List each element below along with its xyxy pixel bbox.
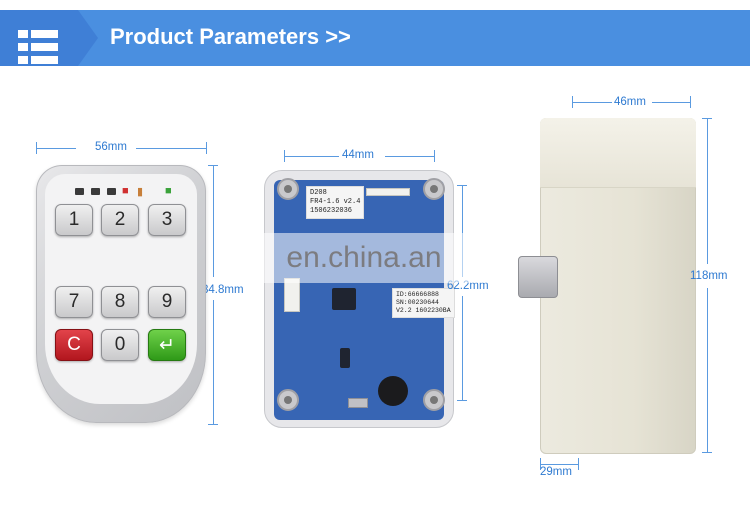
dim-line bbox=[707, 118, 708, 264]
pcb-sticker-serial: ID:66666888 SN:00230644 V2.2 1602230BA bbox=[392, 288, 455, 318]
keypad-height-label: 84.8mm bbox=[202, 284, 244, 296]
keypad-face: ■ ▮ ■ 1 2 3 7 8 9 C 0 ↵ bbox=[45, 174, 197, 404]
dim-line bbox=[652, 102, 690, 103]
dim-line bbox=[707, 288, 708, 452]
dim-line bbox=[462, 296, 463, 400]
dim-line bbox=[213, 165, 214, 277]
dim-line bbox=[136, 148, 206, 149]
dim-tick bbox=[208, 424, 218, 425]
locked-padlock-icon: ■ bbox=[122, 185, 129, 197]
dim-tick bbox=[702, 452, 712, 453]
key-0[interactable]: 0 bbox=[101, 329, 139, 361]
unlocked-padlock-icon: ■ bbox=[165, 185, 172, 197]
key-7[interactable]: 7 bbox=[55, 286, 93, 318]
screw bbox=[277, 178, 299, 200]
keypad-width-label: 56mm bbox=[95, 141, 127, 153]
lock-height-label: 118mm bbox=[690, 270, 728, 282]
keypad-device: ■ ▮ ■ 1 2 3 7 8 9 C 0 ↵ bbox=[36, 165, 206, 423]
pcb-sticker-top: D208 FR4-1.6 v2.4 1506232036 bbox=[306, 186, 365, 219]
header-band bbox=[0, 10, 750, 66]
screw bbox=[423, 178, 445, 200]
key-8[interactable]: 8 bbox=[101, 286, 139, 318]
menu-box bbox=[0, 10, 98, 66]
buzzer bbox=[378, 376, 408, 406]
list-icon bbox=[18, 30, 58, 66]
screw bbox=[423, 389, 445, 411]
pcb-height-label: 62.2mm bbox=[447, 280, 489, 292]
led-indicator bbox=[91, 188, 100, 195]
dim-tick bbox=[206, 142, 207, 154]
screw bbox=[277, 389, 299, 411]
dim-tick bbox=[690, 96, 691, 108]
dim-line bbox=[462, 185, 463, 277]
page-title: Product Parameters >> bbox=[110, 24, 351, 49]
key-clear[interactable]: C bbox=[55, 329, 93, 361]
side-connector bbox=[284, 278, 300, 312]
watermark: en.china.an bbox=[228, 233, 500, 283]
dim-tick bbox=[457, 400, 467, 401]
dim-line bbox=[36, 148, 76, 149]
dim-line bbox=[540, 464, 578, 465]
pcb-width-label: 44mm bbox=[342, 149, 374, 161]
key-enter[interactable]: ↵ bbox=[148, 329, 186, 361]
header: Product Parameters >> bbox=[0, 0, 750, 66]
led-indicator bbox=[107, 188, 116, 195]
lock-latch bbox=[518, 256, 558, 298]
microchip bbox=[332, 288, 356, 310]
pin-header bbox=[366, 188, 410, 196]
lock-lid bbox=[540, 118, 696, 188]
dim-line bbox=[213, 300, 214, 424]
dim-tick bbox=[434, 150, 435, 162]
key-2[interactable]: 2 bbox=[101, 204, 139, 236]
led-indicator bbox=[75, 188, 84, 195]
lock-depth-label: 29mm bbox=[540, 466, 572, 478]
lock-width-label: 46mm bbox=[614, 96, 646, 108]
battery-icon: ▮ bbox=[137, 186, 144, 198]
transistor bbox=[340, 348, 350, 368]
dim-line bbox=[385, 156, 434, 157]
dim-tick bbox=[578, 458, 579, 470]
dim-line bbox=[284, 156, 339, 157]
key-1[interactable]: 1 bbox=[55, 204, 93, 236]
usb-port bbox=[348, 398, 368, 408]
dim-line bbox=[572, 102, 612, 103]
key-9[interactable]: 9 bbox=[148, 286, 186, 318]
key-3[interactable]: 3 bbox=[148, 204, 186, 236]
circuit-board: D208 FR4-1.6 v2.4 1506232036 ID:66666888… bbox=[274, 180, 455, 420]
